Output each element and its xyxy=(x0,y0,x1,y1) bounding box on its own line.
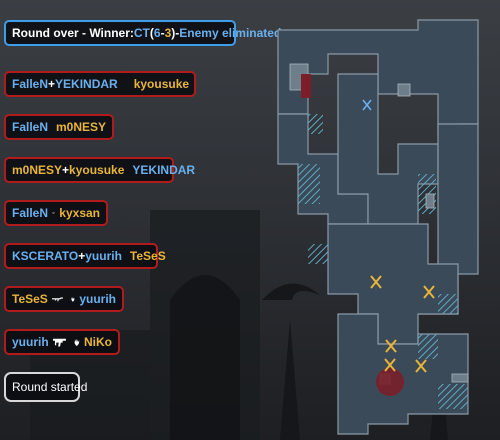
victim-name: NiKo xyxy=(84,335,112,349)
kill-entry: yuurih NiKo xyxy=(4,329,120,355)
kill-entry: FalleN kyxsan xyxy=(4,200,108,226)
reason-sep: - xyxy=(175,26,180,40)
dead-player-marker xyxy=(423,285,435,299)
round-started-text: Round started xyxy=(12,380,88,394)
score-t: 3 xyxy=(164,26,172,40)
round-over-banner: Round over - Winner: CT ( 6 - 3 ) - Enem… xyxy=(4,20,281,46)
kill-entry: TeSeS yuurih xyxy=(4,286,124,312)
attacker-name: TeSeS xyxy=(12,292,48,306)
rifle-icon xyxy=(52,212,56,214)
dead-player-marker xyxy=(415,359,427,373)
round-started-banner: Round started xyxy=(4,372,87,402)
assist-plus: + xyxy=(62,163,70,177)
attacker-name: m0NESY xyxy=(12,163,63,177)
victim-name: yuurih xyxy=(79,292,116,306)
smg-icon xyxy=(52,338,66,347)
victim-name: kyousuke xyxy=(133,77,190,91)
score-dash: - xyxy=(160,26,165,40)
assist-plus: + xyxy=(78,249,86,263)
victim-name: TeSeS xyxy=(129,249,166,263)
victim-name: YEKINDAR xyxy=(132,163,196,177)
attacker-name: yuurih xyxy=(12,335,49,349)
score-open: ( xyxy=(149,26,154,40)
kill-entry: KSCERATO + yuurih TeSeS xyxy=(4,243,166,269)
attacker-name: FalleN xyxy=(12,206,49,220)
hand-icon xyxy=(74,338,79,346)
score-ct: 6 xyxy=(153,26,161,40)
assister-name: yuurih xyxy=(85,249,122,263)
kill-entry: m0NESY + kyousuke YEKINDAR xyxy=(4,157,195,183)
dead-player-marker xyxy=(384,358,396,372)
round-over-text: Round over - Winner: xyxy=(12,26,134,40)
kill-entry: FalleN + YEKINDAR kyousuke xyxy=(4,71,196,97)
dead-player-marker xyxy=(362,99,372,111)
attacker-name: KSCERATO xyxy=(12,249,79,263)
attacker-name: FalleN xyxy=(12,77,49,91)
hand-icon xyxy=(71,296,75,302)
assister-name: YEKINDAR xyxy=(55,77,118,91)
bombsite-marker xyxy=(376,368,404,396)
dead-player-marker xyxy=(370,275,382,289)
winner-team: CT xyxy=(133,26,150,40)
assist-plus: + xyxy=(48,77,56,91)
attacker-name: FalleN xyxy=(12,120,49,134)
radar-map xyxy=(277,19,479,435)
score-close: ) xyxy=(171,26,176,40)
kill-entry: FalleN m0NESY xyxy=(4,114,114,140)
assister-name: kyousuke xyxy=(69,163,125,177)
victim-name: kyxsan xyxy=(59,206,100,220)
rifle-icon xyxy=(51,297,64,302)
bombsite-marker xyxy=(301,74,311,98)
dead-player-marker xyxy=(385,339,397,353)
victim-name: m0NESY xyxy=(56,120,107,134)
round-reason: Enemy eliminated xyxy=(179,26,282,40)
